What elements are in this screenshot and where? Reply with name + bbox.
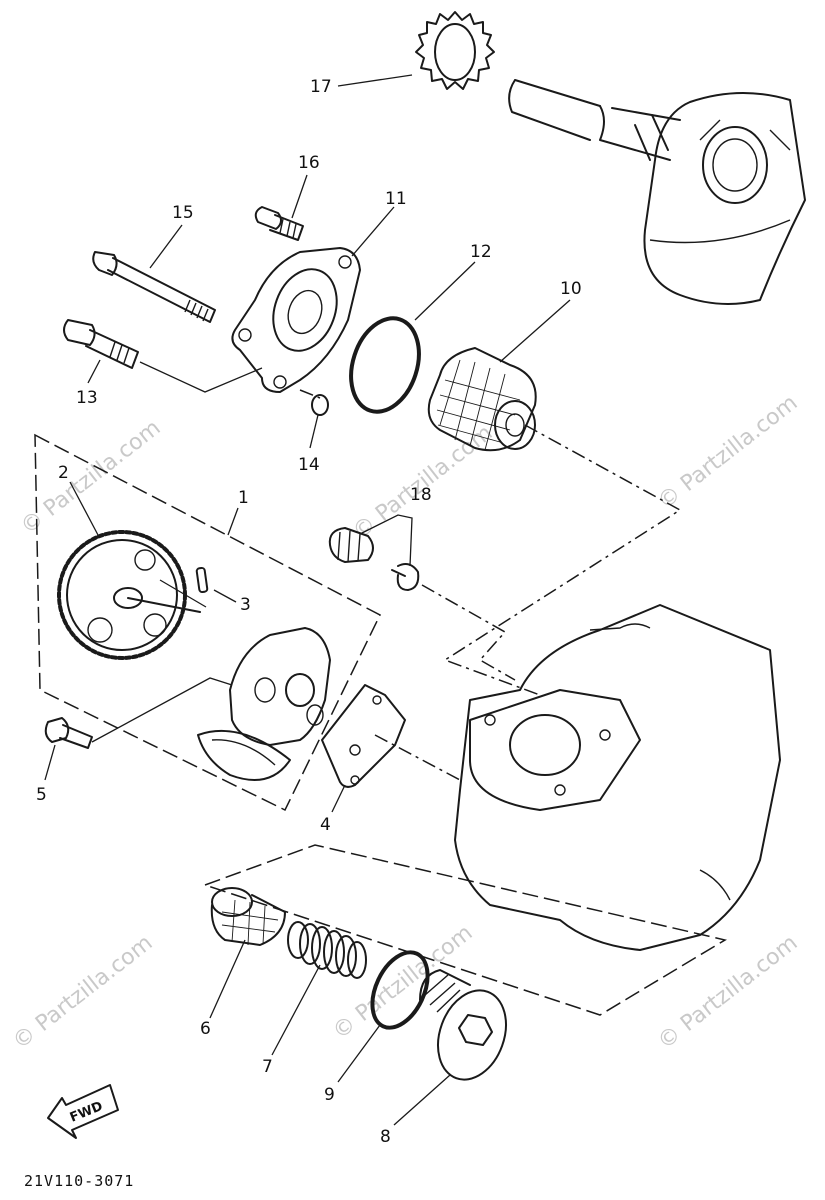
part-5-screw bbox=[44, 717, 93, 749]
leader-5 bbox=[44, 744, 56, 781]
callout-17: 17 bbox=[310, 77, 332, 97]
part-2-driven-gear bbox=[57, 530, 201, 660]
leader-18 bbox=[359, 514, 413, 567]
leader-15 bbox=[149, 224, 183, 269]
callout-4: 4 bbox=[320, 815, 331, 835]
leader-2 bbox=[69, 481, 99, 536]
leader-9 bbox=[337, 1024, 381, 1083]
fwd-label: FWD bbox=[68, 1099, 105, 1126]
watermark-right: © Partzilla.com bbox=[653, 391, 802, 515]
leader-12 bbox=[414, 261, 476, 321]
part-6-strainer bbox=[210, 887, 286, 946]
leader-3 bbox=[213, 589, 237, 603]
leader-13b bbox=[139, 361, 263, 393]
fwd-arrow: FWD bbox=[47, 1084, 119, 1139]
leader-1 bbox=[227, 507, 239, 536]
alignment-lines bbox=[299, 389, 682, 781]
leader-5b bbox=[91, 677, 233, 743]
callout-11: 11 bbox=[385, 189, 407, 209]
leader-11 bbox=[351, 206, 395, 257]
part-3-pin bbox=[195, 566, 209, 594]
strainer-group-boundary bbox=[202, 844, 727, 1016]
part-9-o-ring bbox=[370, 950, 430, 1030]
callout-5: 5 bbox=[36, 785, 47, 805]
leader-7 bbox=[271, 964, 321, 1056]
pump-body bbox=[197, 627, 331, 781]
leader-4 bbox=[331, 784, 346, 813]
diagram-code: 21V110-3071 bbox=[24, 1172, 134, 1190]
leader-lines bbox=[44, 74, 571, 1126]
leader-17 bbox=[337, 74, 413, 87]
callout-13: 13 bbox=[76, 388, 98, 408]
leader-14 bbox=[309, 414, 319, 449]
callout-2: 2 bbox=[58, 463, 69, 483]
callout-12: 12 bbox=[470, 242, 492, 262]
leader-6 bbox=[209, 939, 246, 1019]
callout-10: 10 bbox=[560, 279, 582, 299]
callouts: 17 16 15 11 12 10 13 14 18 1 2 3 5 4 6 7… bbox=[36, 77, 582, 1147]
part-13-bolt bbox=[63, 319, 139, 369]
watermark-bottom-right: © Partzilla.com bbox=[653, 931, 802, 1055]
watermark-center: © Partzilla.com bbox=[348, 421, 497, 545]
part-18-fitting bbox=[328, 527, 420, 591]
part-17-drive-gear bbox=[415, 11, 495, 90]
part-16-screw bbox=[254, 206, 304, 241]
callout-15: 15 bbox=[172, 203, 194, 223]
leader-13 bbox=[87, 359, 101, 384]
part-4-gasket bbox=[321, 684, 406, 788]
callout-14: 14 bbox=[298, 455, 320, 475]
part-8-drain-plug bbox=[419, 969, 507, 1081]
part-1-assembly-boundary bbox=[34, 433, 381, 812]
part-15-long-bolt bbox=[92, 251, 216, 323]
part-7-spring bbox=[287, 921, 367, 979]
callout-7: 7 bbox=[262, 1057, 273, 1077]
crankshaft-assembly bbox=[508, 79, 806, 305]
part-12-o-ring bbox=[349, 316, 421, 414]
part-10-oil-filter bbox=[427, 347, 537, 452]
callout-9: 9 bbox=[324, 1085, 335, 1105]
callout-16: 16 bbox=[298, 153, 320, 173]
leader-16 bbox=[291, 174, 308, 219]
callout-18: 18 bbox=[410, 485, 432, 505]
callout-3: 3 bbox=[240, 595, 251, 615]
leader-3b bbox=[159, 579, 207, 608]
leader-10 bbox=[499, 299, 571, 363]
callout-8: 8 bbox=[380, 1127, 391, 1147]
callout-6: 6 bbox=[200, 1019, 211, 1039]
callout-1: 1 bbox=[238, 488, 249, 508]
leader-8 bbox=[393, 1074, 451, 1126]
crankcase bbox=[454, 604, 781, 951]
part-11-pump-cover bbox=[231, 247, 361, 393]
watermark-bottom-left: © Partzilla.com bbox=[8, 931, 157, 1055]
part-14-small-o-ring bbox=[311, 394, 329, 416]
